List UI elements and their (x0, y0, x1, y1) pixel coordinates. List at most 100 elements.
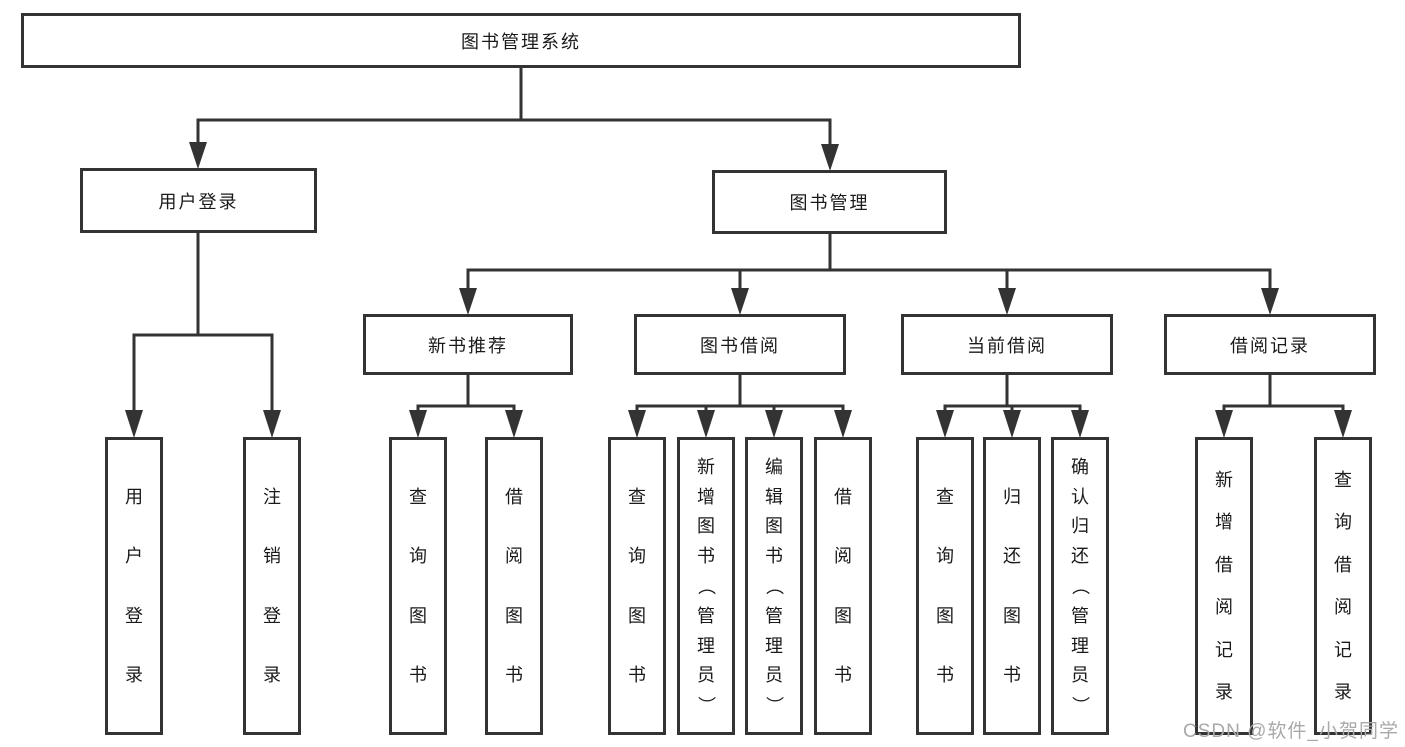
leaf-label-char: 查 (628, 486, 646, 507)
leaf-label: 编辑图书（管理员） (748, 446, 800, 726)
leaf-logout-login: 注销登录 (243, 437, 301, 735)
leaf-label-char: 录 (1215, 682, 1233, 703)
leaf-label: 确认归还（管理员） (1054, 446, 1106, 726)
leaf-label-char: 辑 (765, 486, 783, 507)
leaf-label-char: 书 (697, 546, 715, 567)
connector-current-to-leaves (936, 375, 1089, 438)
leaf-label-char: 阅 (1334, 597, 1352, 618)
leaf-label-char: 录 (263, 665, 281, 686)
leaf-label-char: 新 (1215, 469, 1233, 490)
leaf-label-char: 增 (697, 486, 715, 507)
leaf-label: 新增图书（管理员） (680, 446, 732, 726)
leaf-label-char: ） (764, 696, 784, 715)
root-node: 图书管理系统 (21, 13, 1021, 68)
leaf-label-char: 记 (1215, 639, 1233, 660)
leaf-label-char: 录 (1334, 682, 1352, 703)
leaf-current-query-book: 查询图书 (916, 437, 974, 735)
leaf-borrow-edit-book-admin: 编辑图书（管理员） (745, 437, 803, 735)
connector-login-to-leaves (125, 233, 281, 438)
leaf-recommend-query-book: 查询图书 (389, 437, 447, 735)
leaf-label-char: ） (1070, 696, 1090, 715)
leaf-label-char: 员 (765, 665, 783, 686)
leaf-label-char: 询 (1334, 512, 1352, 533)
leaf-current-confirm-return-admin: 确认归还（管理员） (1051, 437, 1109, 735)
leaf-label: 查询借阅记录 (1317, 446, 1369, 726)
leaf-label-char: 户 (125, 546, 143, 567)
leaf-label-char: 询 (628, 546, 646, 567)
leaf-label-char: 新 (697, 456, 715, 477)
leaf-user-login: 用户登录 (105, 437, 163, 735)
leaf-label-char: 还 (1003, 546, 1021, 567)
leaf-label-char: 询 (936, 546, 954, 567)
leaf-label-char: 图 (697, 516, 715, 537)
leaf-label-char: 登 (125, 605, 143, 626)
leaf-label-char: （ (696, 576, 716, 595)
leaf-label-char: 图 (765, 516, 783, 537)
leaf-label-char: 图 (505, 605, 523, 626)
leaf-label-char: 管 (1071, 605, 1089, 626)
leaf-borrow-add-book-admin: 新增图书（管理员） (677, 437, 735, 735)
leaf-label-char: 管 (765, 605, 783, 626)
leaf-label-char: 书 (1003, 665, 1021, 686)
node-book-management: 图书管理 (712, 170, 947, 234)
leaf-label-char: 用 (125, 486, 143, 507)
leaf-records-add-record: 新增借阅记录 (1195, 437, 1253, 735)
leaf-label-char: 查 (409, 486, 427, 507)
leaf-label: 查询图书 (919, 446, 971, 726)
node-borrow-records: 借阅记录 (1164, 314, 1376, 375)
leaf-recommend-borrow-book: 借阅图书 (485, 437, 543, 735)
leaf-label-char: （ (764, 576, 784, 595)
connector-records-to-leaves (1215, 375, 1352, 438)
leaf-label-char: 记 (1334, 639, 1352, 660)
leaf-label-char: 员 (697, 665, 715, 686)
leaf-label: 注销登录 (246, 446, 298, 726)
node-new-book-recommend: 新书推荐 (363, 314, 573, 375)
leaf-label-char: 书 (936, 665, 954, 686)
leaf-label-char: 书 (409, 665, 427, 686)
connector-borrow-to-leaves (628, 375, 852, 438)
leaf-label-char: 归 (1071, 516, 1089, 537)
leaf-label-char: 认 (1071, 486, 1089, 507)
csdn-watermark: CSDN @软件_小贺同学 (1183, 721, 1399, 742)
leaf-label-char: 理 (1071, 635, 1089, 656)
leaf-label-char: 管 (697, 605, 715, 626)
leaf-label-char: 注 (263, 486, 281, 507)
leaf-label-char: 书 (628, 665, 646, 686)
leaf-label-char: 阅 (505, 546, 523, 567)
leaf-label-char: 询 (409, 546, 427, 567)
connector-manage-to-level3 (459, 234, 1279, 315)
leaf-label-char: 还 (1071, 546, 1089, 567)
connector-root-to-level2 (189, 68, 839, 171)
leaf-records-query-record: 查询借阅记录 (1314, 437, 1372, 735)
leaf-label-char: 阅 (834, 546, 852, 567)
leaf-label-char: 查 (1334, 469, 1352, 490)
leaf-label-char: 增 (1215, 512, 1233, 533)
leaf-label-char: 查 (936, 486, 954, 507)
leaf-label-char: 录 (125, 665, 143, 686)
leaf-label-char: 登 (263, 605, 281, 626)
leaf-label-char: 借 (505, 486, 523, 507)
leaf-label-char: 理 (765, 635, 783, 656)
leaf-label-char: 借 (1215, 554, 1233, 575)
leaf-label-char: 图 (834, 605, 852, 626)
leaf-label-char: 书 (765, 546, 783, 567)
node-user-login: 用户登录 (80, 168, 317, 233)
leaf-label-char: 书 (505, 665, 523, 686)
leaf-label: 查询图书 (611, 446, 663, 726)
leaf-label: 借阅图书 (488, 446, 540, 726)
leaf-label-char: 销 (263, 546, 281, 567)
leaf-label: 新增借阅记录 (1198, 446, 1250, 726)
node-current-borrow: 当前借阅 (901, 314, 1113, 375)
leaf-label-char: ） (696, 696, 716, 715)
leaf-label-char: 图 (628, 605, 646, 626)
leaf-borrow-query-book: 查询图书 (608, 437, 666, 735)
connector-recommend-to-leaves (409, 375, 523, 438)
leaf-label-char: 阅 (1215, 597, 1233, 618)
leaf-label-char: 员 (1071, 665, 1089, 686)
leaf-label: 用户登录 (108, 446, 160, 726)
node-book-borrow: 图书借阅 (634, 314, 846, 375)
leaf-borrow-borrow-book: 借阅图书 (814, 437, 872, 735)
leaf-label-char: 归 (1003, 486, 1021, 507)
leaf-label-char: 图 (1003, 605, 1021, 626)
